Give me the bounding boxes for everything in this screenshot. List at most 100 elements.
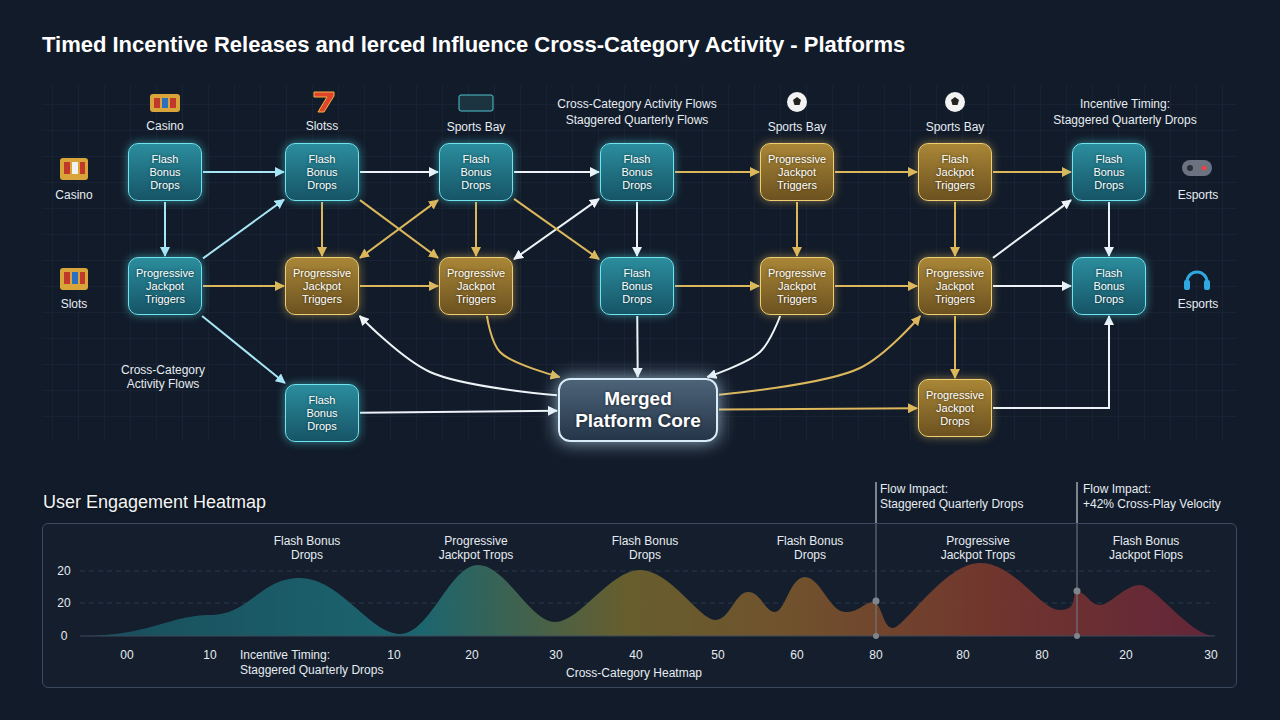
axis-tick: 20 bbox=[57, 596, 70, 610]
flow-arrow bbox=[636, 316, 638, 377]
axis-tick: 30 bbox=[549, 648, 562, 662]
flow-arrow bbox=[203, 285, 284, 287]
peak-label: Flash Bonus Drops bbox=[265, 534, 349, 562]
controller-pad bbox=[1187, 165, 1193, 171]
flow-arrow bbox=[675, 285, 759, 287]
slot-reel bbox=[80, 272, 85, 284]
impact-note: Flow Impact: bbox=[880, 482, 948, 496]
incentive-box: Flash Bonus Drops bbox=[600, 143, 674, 201]
connector-group bbox=[165, 172, 1109, 413]
flow-arrow bbox=[475, 202, 477, 256]
node-label: Progressive Jackpot Triggers bbox=[761, 267, 833, 306]
axis-tick: 20 bbox=[57, 564, 70, 578]
row-label: Casino bbox=[55, 188, 92, 202]
ball bbox=[787, 92, 807, 112]
peak-label: Flash Bonus Drops bbox=[603, 534, 687, 562]
node-label: Progressive Jackpot Drops bbox=[919, 389, 991, 428]
flow-arrow bbox=[796, 202, 798, 256]
flow-arrow bbox=[487, 316, 560, 377]
controller-body bbox=[1182, 160, 1212, 176]
jackpot-box: Progressive Jackpot Drops bbox=[918, 379, 992, 437]
row-label: Esports bbox=[1178, 297, 1219, 311]
node-label: Flash Bonus Drops bbox=[286, 394, 358, 433]
axis-tick: 20 bbox=[465, 648, 478, 662]
slot-reel bbox=[154, 98, 160, 108]
panel-heading: User Engagement Heatmap bbox=[43, 491, 266, 513]
node-label: Flash Bonus Drops bbox=[601, 153, 673, 192]
node-label: Flash Bonus Drops bbox=[1073, 153, 1145, 192]
slot-body bbox=[60, 268, 88, 290]
flow-arrow bbox=[360, 171, 438, 173]
axis-tick: 80 bbox=[956, 648, 969, 662]
flow-arrow bbox=[202, 316, 285, 383]
impact-note: Flow Impact: bbox=[1083, 482, 1151, 496]
slot-body bbox=[150, 94, 180, 112]
flow-arrow bbox=[719, 408, 917, 409]
axis-tick: 20 bbox=[1119, 648, 1132, 662]
node-label: Flash Bonus Drops bbox=[601, 267, 673, 306]
incentive-box: Flash Bonus Drops bbox=[128, 143, 202, 201]
timing-note: Incentive Timing: bbox=[1080, 97, 1170, 111]
peak-label: Progressive Jackpot Trops bbox=[936, 534, 1020, 562]
column-label: Slotss bbox=[306, 119, 339, 133]
flow-note: Cross-Category Activity Flows bbox=[557, 97, 716, 111]
axis-tick: 60 bbox=[790, 648, 803, 662]
axis-tick: 10 bbox=[203, 648, 216, 662]
title-underline bbox=[42, 69, 470, 71]
slot-icon bbox=[150, 94, 180, 112]
node-label: Progressive Jackpot Triggers bbox=[761, 153, 833, 192]
axis-tick: 00 bbox=[120, 648, 133, 662]
flow-arrow bbox=[675, 171, 759, 173]
peak-label: Progressive Jackpot Trops bbox=[434, 534, 518, 562]
timing-note: Incentive Timing: bbox=[240, 648, 330, 662]
peak-label: Flash Bonus Drops bbox=[768, 534, 852, 562]
flow-arrow bbox=[360, 200, 438, 258]
row-label: Esports bbox=[1178, 188, 1219, 202]
flow-arrow bbox=[360, 316, 557, 395]
axis-tick: 0 bbox=[61, 629, 68, 643]
seven-icon bbox=[314, 92, 334, 112]
headset-cup bbox=[1204, 280, 1210, 290]
node-label: Progressive Jackpot Triggers bbox=[440, 267, 512, 306]
incentive-box: Flash Bonus Drops bbox=[285, 384, 359, 442]
incentive-box: Flash Bonus Drops bbox=[285, 143, 359, 201]
node-label: Flash Bonus Drops bbox=[440, 153, 512, 192]
incentive-box: Flash Bonus Drops bbox=[1072, 143, 1146, 201]
jackpot-box: Progressive Jackpot Triggers bbox=[285, 257, 359, 315]
timing-note: Staggered Quarterly Drops bbox=[1053, 113, 1196, 127]
axis-tick: 30 bbox=[1204, 648, 1217, 662]
slot-reel bbox=[80, 162, 85, 174]
ball-patch bbox=[951, 97, 959, 105]
flow-arrow bbox=[514, 199, 599, 259]
jackpot-box: Progressive Jackpot Triggers bbox=[760, 143, 834, 201]
slot-reel bbox=[72, 272, 78, 284]
flow-arrow bbox=[360, 411, 557, 413]
flow-arrow bbox=[719, 316, 920, 395]
slot-reel bbox=[162, 98, 168, 108]
node-label: Progressive Jackpot Triggers bbox=[129, 267, 201, 306]
slot-body bbox=[60, 158, 88, 180]
flow-arrow bbox=[993, 285, 1071, 287]
flow-arrow bbox=[1108, 202, 1110, 256]
controller-button bbox=[1202, 166, 1207, 171]
jackpot-box: Flash Jackpot Triggers bbox=[918, 143, 992, 201]
axis-tick: 80 bbox=[1035, 648, 1048, 662]
jackpot-box: Progressive Jackpot Triggers bbox=[918, 257, 992, 315]
incentive-box: Progressive Jackpot Triggers bbox=[128, 257, 202, 315]
controller-icon bbox=[1182, 160, 1212, 176]
soccer-ball-icon bbox=[945, 92, 965, 112]
axis-tick: 10 bbox=[387, 648, 400, 662]
flow-arrow bbox=[164, 202, 166, 256]
node-label: Progressive Jackpot Triggers bbox=[286, 267, 358, 306]
flow-arrow bbox=[514, 171, 599, 173]
flow-arrow bbox=[360, 285, 438, 287]
flow-arrow bbox=[321, 202, 323, 256]
flow-arrow bbox=[954, 202, 956, 256]
impact-note: +42% Cross-Play Velocity bbox=[1083, 497, 1221, 511]
flow-arrow bbox=[203, 200, 284, 259]
flow-arrow bbox=[360, 200, 438, 258]
flow-arrow bbox=[835, 171, 917, 173]
flow-arrow bbox=[993, 171, 1071, 173]
headset-cup bbox=[1184, 280, 1190, 290]
column-label: Sports Bay bbox=[768, 120, 827, 134]
